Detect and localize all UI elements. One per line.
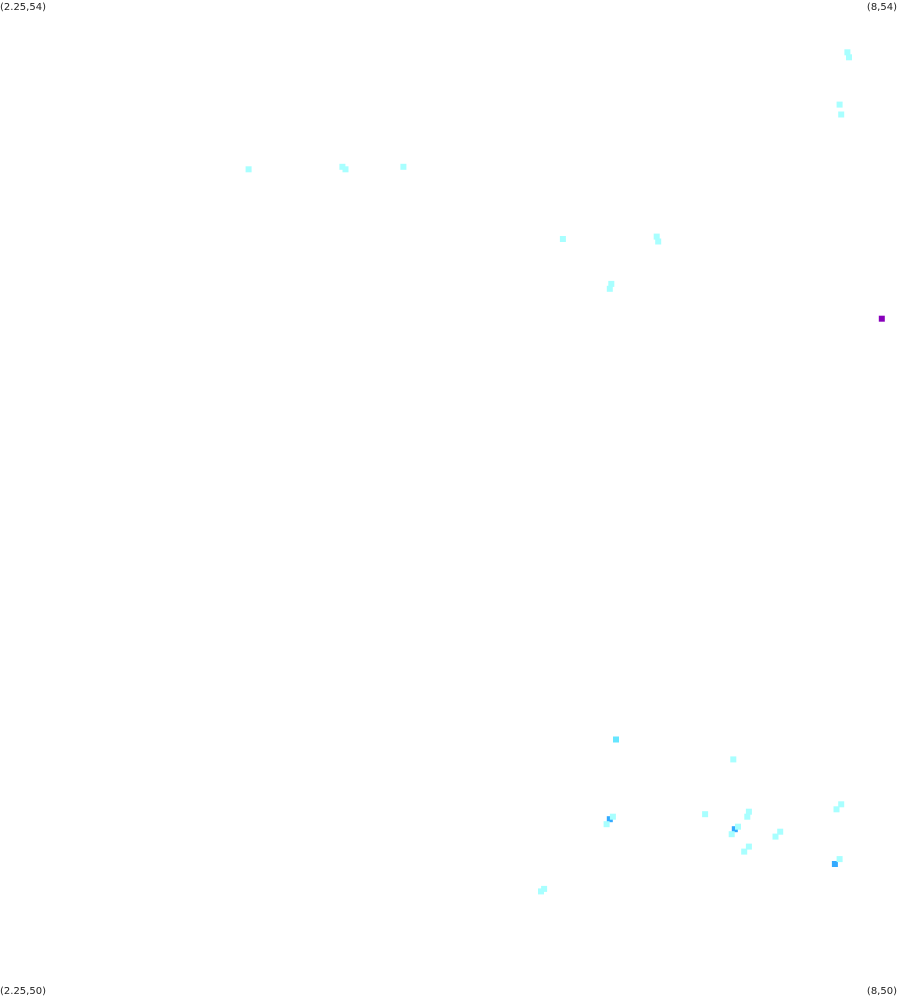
data-point-22 — [744, 813, 751, 820]
data-point-2 — [846, 54, 852, 61]
data-point-9 — [559, 236, 566, 242]
data-points — [245, 49, 885, 895]
data-point-19 — [609, 813, 616, 820]
data-point-29 — [772, 833, 779, 840]
data-point-11 — [655, 238, 662, 245]
data-point-17 — [606, 816, 613, 823]
data-point-18 — [603, 821, 610, 828]
data-point-30 — [838, 801, 845, 808]
data-point-4 — [838, 111, 845, 118]
data-point-24 — [728, 831, 735, 838]
corner-label-top-right: (8,54) — [867, 2, 897, 13]
data-point-21 — [745, 808, 752, 815]
data-point-5 — [245, 166, 252, 173]
corner-label-top-left: (2.25,54) — [0, 2, 46, 13]
data-point-32 — [831, 861, 838, 867]
corner-label-bottom-left: (2.25,50) — [0, 986, 46, 996]
data-point-20 — [702, 811, 709, 818]
data-point-3 — [836, 101, 843, 108]
data-point-31 — [833, 806, 840, 813]
data-point-23 — [731, 826, 738, 833]
data-point-26 — [745, 843, 752, 850]
data-point-8 — [400, 163, 407, 170]
data-point-10 — [653, 233, 660, 240]
data-point-12 — [608, 280, 615, 287]
data-point-1 — [844, 49, 851, 56]
data-point-13 — [606, 285, 613, 292]
data-point-25 — [735, 823, 741, 830]
data-point-27 — [741, 848, 748, 855]
data-point-33 — [836, 856, 843, 863]
data-point-35 — [541, 885, 548, 892]
data-point-7 — [342, 166, 349, 173]
data-point-14 — [878, 315, 885, 322]
data-point-6 — [339, 163, 346, 170]
data-point-16 — [730, 756, 737, 763]
data-point-28 — [777, 828, 784, 835]
corner-label-bottom-right: (8,50) — [867, 986, 897, 996]
data-point-34 — [538, 888, 544, 895]
data-point-15 — [613, 736, 619, 743]
